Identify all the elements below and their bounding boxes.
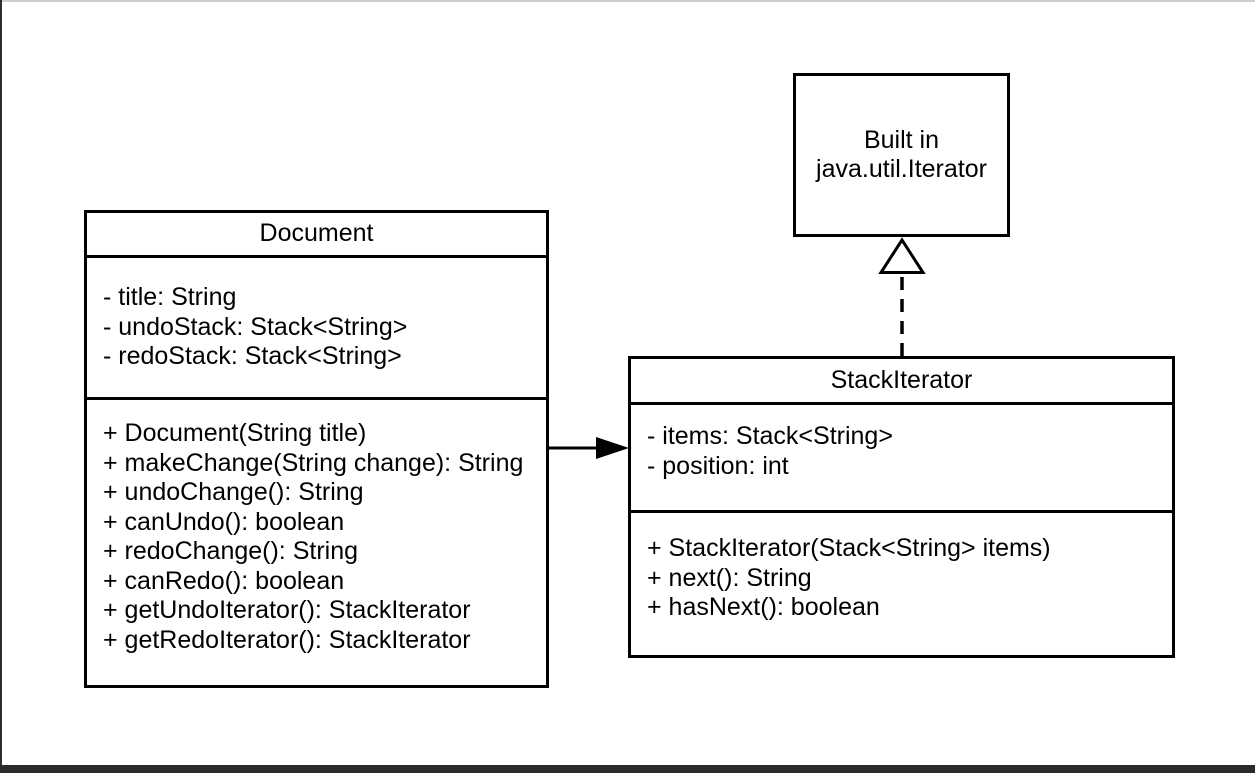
builtin-title-line2: java.util.Iterator [816,155,987,183]
method-row: + getRedoIterator(): StackIterator [103,625,471,654]
attribute-row: - position: int [647,451,789,480]
method-row: + canUndo(): boolean [103,507,345,536]
method-row: + getUndoIterator(): StackIterator [103,596,471,624]
stackiterator-attributes-section: - items: Stack<String> - position: int [631,405,1172,513]
method-row: + StackIterator(Stack<String> items) [647,534,1051,562]
class-header-document: Document [87,213,546,258]
document-methods-section: + Document(String title) + makeChange(St… [87,400,546,655]
builtin-title-line1: Built in [863,125,940,154]
method-row: + canRedo(): boolean [103,566,345,595]
stackiterator-methods-section: + StackIterator(Stack<String> items) + n… [631,513,1172,623]
window-left-edge [0,0,2,773]
realization-arrow [878,237,926,356]
attribute-row: - items: Stack<String> [647,422,893,450]
method-row: + makeChange(String change): String [103,448,524,477]
association-arrow [549,437,629,459]
class-box-builtin-iterator: Built in java.util.Iterator [793,73,1010,237]
method-row: + redoChange(): String [103,537,359,565]
class-box-document: Document - title: String - undoStack: St… [84,210,549,688]
document-attributes-section: - title: String - undoStack: Stack<Strin… [87,258,546,400]
class-title-document: Document [259,219,374,248]
method-row: + undoChange(): String [103,478,364,506]
attribute-row: - title: String [103,283,237,311]
window-bottom-bar [0,765,1255,773]
class-box-stackiterator: StackIterator - items: Stack<String> - p… [628,356,1175,658]
method-row: + next(): String [647,563,812,592]
filled-arrowhead-icon [596,437,629,459]
window-top-edge [0,0,1255,2]
hollow-triangle-icon [878,237,926,274]
class-header-stackiterator: StackIterator [631,359,1172,405]
attribute-row: - redoStack: Stack<String> [103,342,402,370]
attribute-row: - undoStack: Stack<String> [103,312,408,341]
method-row: + Document(String title) [103,419,367,447]
method-row: + hasNext(): boolean [647,593,880,621]
class-title-stackiterator: StackIterator [830,365,973,394]
